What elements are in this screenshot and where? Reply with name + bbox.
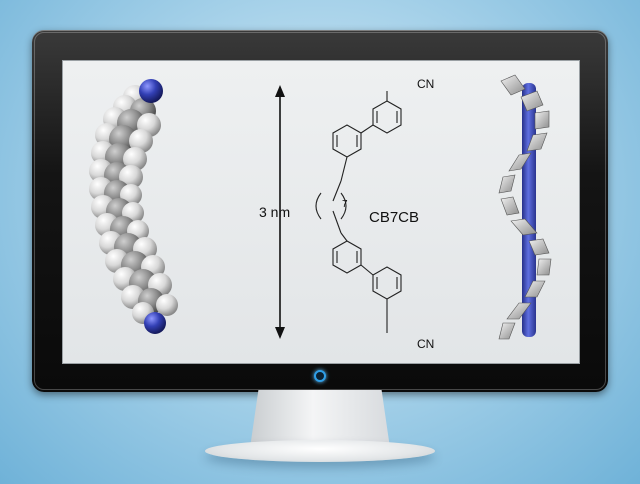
monitor-stand-base bbox=[205, 440, 435, 462]
monitor-frame: CN CN 3 nm 7 CB7CB bbox=[32, 30, 608, 392]
power-led-icon[interactable] bbox=[314, 370, 326, 382]
substituent-top-label: CN bbox=[417, 77, 435, 91]
monitor-stand-neck bbox=[250, 390, 390, 448]
twist-bend-helix-icon bbox=[498, 74, 552, 340]
space-filling-atoms bbox=[89, 85, 178, 324]
spacer-count-label: 7 bbox=[342, 199, 348, 210]
nitrogen-atom-bottom bbox=[144, 312, 166, 334]
substituent-bottom-label: CN bbox=[417, 337, 435, 351]
molecule-name-label: CB7CB bbox=[369, 209, 420, 226]
space-filling-model-icon bbox=[89, 74, 552, 340]
monitor-screen: CN CN 3 nm 7 CB7CB bbox=[62, 60, 580, 364]
length-label: 3 nm bbox=[259, 204, 291, 220]
structural-formula bbox=[315, 91, 402, 333]
nitrogen-atom-top bbox=[139, 79, 163, 103]
double-arrow-icon bbox=[275, 85, 285, 339]
